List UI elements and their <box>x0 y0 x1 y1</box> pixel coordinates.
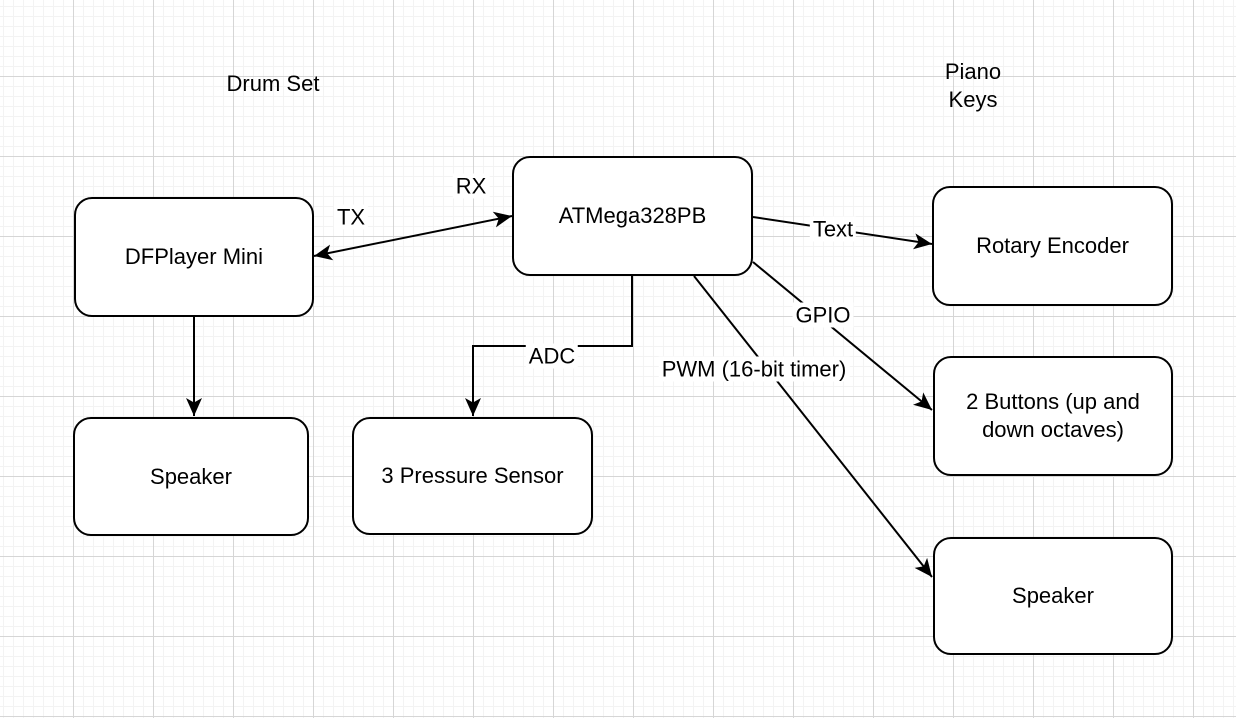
node-dfplayer-mini[interactable]: DFPlayer Mini <box>74 197 314 317</box>
edge-uart-dfplayer-atmega[interactable] <box>313 211 513 261</box>
edge-gpio-atmega-buttons[interactable] <box>752 261 933 411</box>
edge-label-gpio[interactable]: GPIO <box>792 302 854 328</box>
node-label: Speaker <box>150 463 232 489</box>
node-label: DFPlayer Mini <box>124 244 264 269</box>
node-label: Rotary Encoder <box>976 233 1129 258</box>
edge-pwm-atmega-speaker[interactable] <box>693 275 933 578</box>
section-label-piano-keys[interactable]: Piano Keys <box>944 59 1002 112</box>
node-speaker-right[interactable]: Speaker <box>933 537 1173 655</box>
edge-label-rx[interactable]: RX <box>452 173 490 199</box>
node-rotary-encoder[interactable]: Rotary Encoder <box>932 186 1173 306</box>
node-label: ATMega328PB <box>558 203 707 228</box>
node-octave-buttons[interactable]: 2 Buttons (up and down octaves) <box>933 356 1173 476</box>
node-speaker-left[interactable]: Speaker <box>73 417 309 536</box>
node-pressure-sensor[interactable]: 3 Pressure Sensor <box>352 417 593 535</box>
node-atmega328pb[interactable]: ATMega328PB <box>512 156 753 276</box>
node-label: 3 Pressure Sensor <box>381 463 564 488</box>
edge-label-pwm[interactable]: PWM (16-bit timer) <box>658 356 850 382</box>
node-label: 2 Buttons (up and down octaves) <box>966 389 1140 442</box>
edge-label-adc[interactable]: ADC <box>525 343 579 369</box>
section-label-drum-set[interactable]: Drum Set <box>226 71 320 96</box>
edge-label-text[interactable]: Text <box>809 216 857 242</box>
node-label: Speaker <box>1012 583 1094 608</box>
edge-label-tx[interactable]: TX <box>333 204 369 230</box>
